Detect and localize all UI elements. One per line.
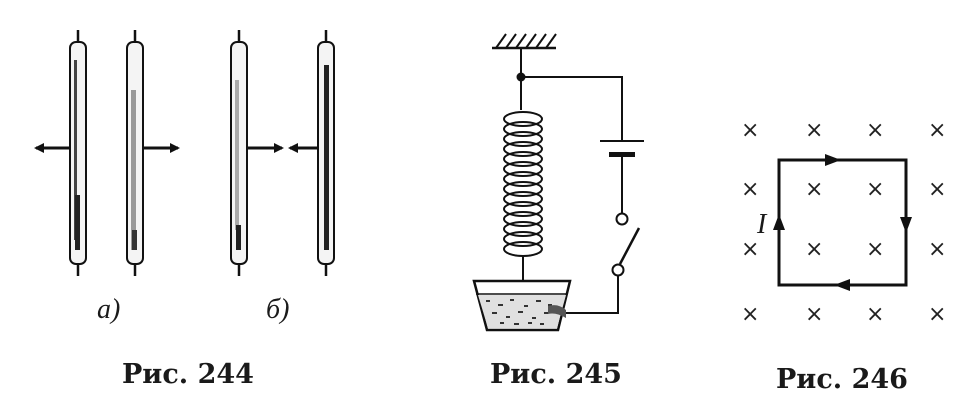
caption-246: Рис. 246: [776, 364, 908, 395]
loop-direction-arrow-left: [773, 214, 785, 230]
field-cross: ×: [805, 177, 823, 202]
circuit-wire-top: [521, 76, 623, 140]
field-cross: ×: [928, 118, 946, 143]
label-a: а): [97, 294, 120, 325]
mercury-cup: [472, 279, 572, 332]
magnetic-field-crosses: × × × × × × × × × × × × × × × ×: [741, 118, 946, 327]
field-cross: ×: [866, 177, 884, 202]
circuit-wire-bottom: [556, 276, 619, 314]
field-cross: ×: [805, 302, 823, 327]
field-cross: ×: [928, 302, 946, 327]
figure-244: а) б) Рис. 244: [34, 30, 335, 390]
conductor-tube-2: [126, 30, 144, 276]
caption-245: Рис. 245: [490, 359, 622, 390]
field-cross: ×: [866, 237, 884, 262]
field-cross: ×: [741, 237, 759, 262]
figure-245: Рис. 245: [472, 33, 644, 390]
loop-direction-arrow-bottom: [834, 279, 850, 291]
loop-direction-arrow-right: [900, 217, 912, 233]
current-label: I: [756, 209, 768, 240]
caption-244: Рис. 244: [122, 359, 254, 390]
conductor-tube-4: [317, 30, 335, 276]
field-cross: ×: [741, 118, 759, 143]
field-cross: ×: [741, 302, 759, 327]
spring-coil: [503, 111, 543, 257]
conductor-tube-3: [230, 30, 248, 276]
label-b: б): [266, 294, 289, 325]
field-cross: ×: [928, 177, 946, 202]
ceiling-support: [492, 33, 557, 50]
field-cross: ×: [805, 118, 823, 143]
field-cross: ×: [866, 302, 884, 327]
battery-symbol: [600, 140, 644, 157]
field-cross: ×: [741, 177, 759, 202]
field-cross: ×: [928, 237, 946, 262]
field-cross: ×: [805, 237, 823, 262]
figure-246: × × × × × × × × × × × × × × × × I Рис. 2…: [741, 118, 946, 395]
conductor-tube-1: [69, 30, 87, 276]
field-cross: ×: [866, 118, 884, 143]
switch-symbol: [611, 212, 641, 277]
loop-direction-arrow-top: [825, 154, 841, 166]
current-loop: [777, 158, 908, 287]
